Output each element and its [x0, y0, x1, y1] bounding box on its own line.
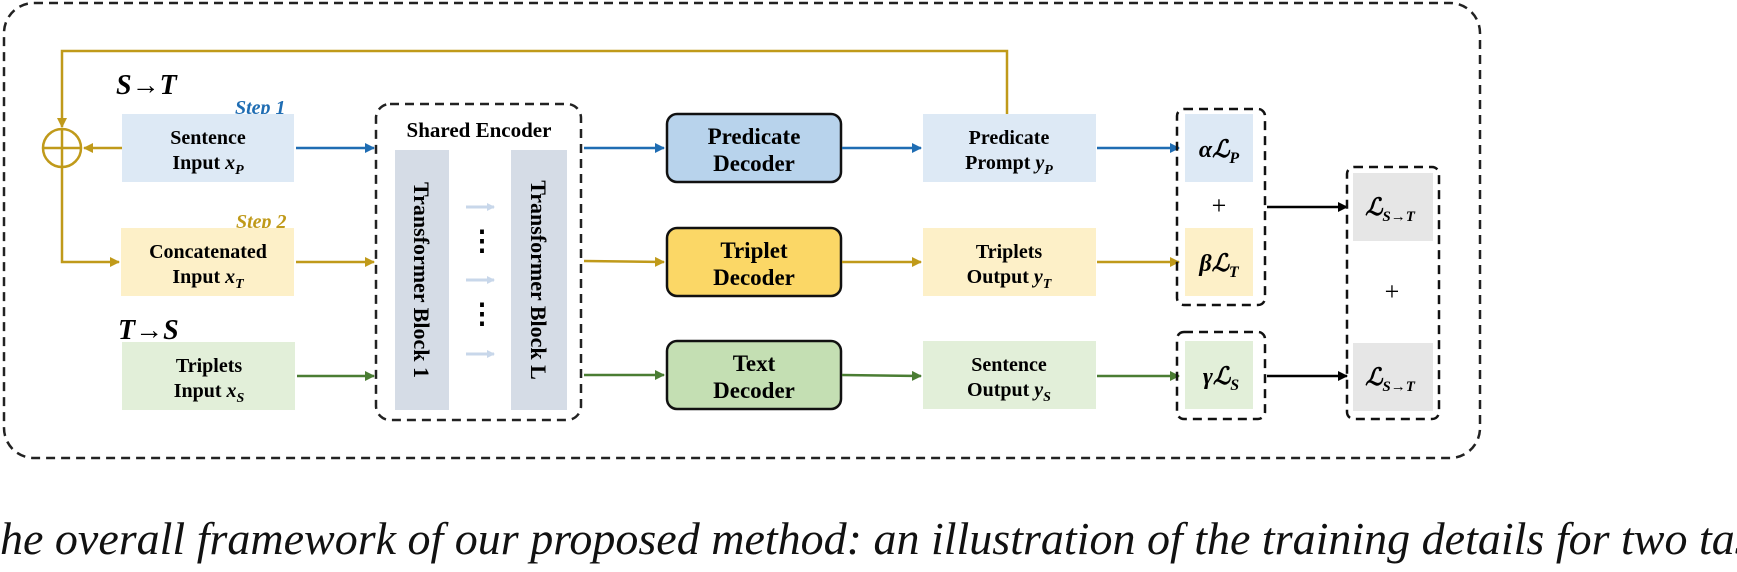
triplets-output-box: Triplets Output yT — [923, 228, 1096, 296]
total-loss-t-to-s: ℒS→T — [1365, 365, 1416, 395]
ellipsis-1: ⋮ — [468, 226, 496, 257]
figure-caption: he overall framework of our proposed met… — [0, 513, 1737, 564]
plus-sign-2: + — [1385, 277, 1400, 306]
step-1-label: Step 1 — [235, 97, 286, 119]
feedback-loop-line — [57, 49, 1009, 128]
predicate-prompt-box: Predicate Prompt yP — [923, 114, 1096, 182]
concat-operator-icon — [41, 127, 83, 169]
svg-text:Decoder: Decoder — [713, 265, 795, 290]
transformer-block-last — [511, 150, 567, 410]
shared-encoder-title: Shared Encoder — [407, 118, 552, 142]
t-to-s-loss-group: γℒS — [1175, 330, 1267, 421]
alpha-loss: αℒP — [1199, 137, 1240, 167]
transformer-block-first — [395, 150, 449, 410]
predicate-decoder-box: Predicate Decoder — [665, 112, 843, 184]
direction-t-to-s: T→S — [118, 315, 179, 346]
gamma-loss: γℒS — [1203, 364, 1239, 394]
svg-text:Sentence: Sentence — [170, 127, 246, 149]
svg-text:Input xP: Input xP — [172, 152, 244, 178]
plus-sign-1: + — [1212, 191, 1227, 220]
direction-s-to-t: S→T — [116, 70, 179, 101]
concat-to-concatenated-input-arrow — [60, 167, 120, 267]
svg-text:Input xS: Input xS — [174, 380, 245, 406]
svg-text:Decoder: Decoder — [713, 378, 795, 403]
svg-text:Concatenated: Concatenated — [149, 241, 267, 263]
svg-text:Triplet: Triplet — [720, 238, 788, 263]
svg-text:Output yS: Output yS — [967, 379, 1051, 405]
svg-text:Prompt yP: Prompt yP — [965, 152, 1053, 178]
svg-text:Transformer Block 1: Transformer Block 1 — [409, 182, 434, 378]
svg-text:Decoder: Decoder — [713, 151, 795, 176]
shared-encoder: Shared Encoder Transformer Block 1 Trans… — [374, 102, 583, 422]
outer-frame — [2, 1, 1482, 460]
text-decoder-box: Text Decoder — [665, 339, 843, 411]
triplet-decoder-box: Triplet Decoder — [665, 226, 843, 298]
encoder-to-triplet-decoder-arrow — [583, 256, 665, 267]
svg-text:Transformer Block L: Transformer Block L — [526, 180, 551, 380]
svg-text:Predicate: Predicate — [969, 127, 1050, 149]
svg-text:Triplets: Triplets — [976, 241, 1043, 263]
sentence-output-box: Sentence Output yS — [923, 341, 1096, 409]
text-decoder-to-output-arrow — [841, 370, 922, 381]
total-loss-s-to-t: ℒS→T — [1365, 195, 1416, 225]
beta-loss: βℒT — [1198, 251, 1240, 281]
total-loss-group: ℒS→T + ℒS→T — [1345, 165, 1441, 421]
sentence-input-box: Sentence Input xP — [122, 114, 294, 182]
svg-text:Input xT: Input xT — [172, 266, 245, 292]
s-to-t-loss-group: αℒP + βℒT — [1175, 107, 1267, 307]
ellipsis-2: ⋮ — [468, 299, 496, 330]
triplets-input-box: Triplets Input xS — [122, 342, 295, 410]
svg-text:Sentence: Sentence — [971, 354, 1047, 376]
svg-text:Triplets: Triplets — [176, 355, 243, 377]
concatenated-input-box: Concatenated Input xT — [121, 228, 294, 296]
svg-text:Predicate: Predicate — [708, 124, 801, 149]
svg-text:Output yT: Output yT — [967, 266, 1053, 292]
svg-text:Text: Text — [733, 351, 776, 376]
step-2-label: Step 2 — [236, 211, 287, 233]
